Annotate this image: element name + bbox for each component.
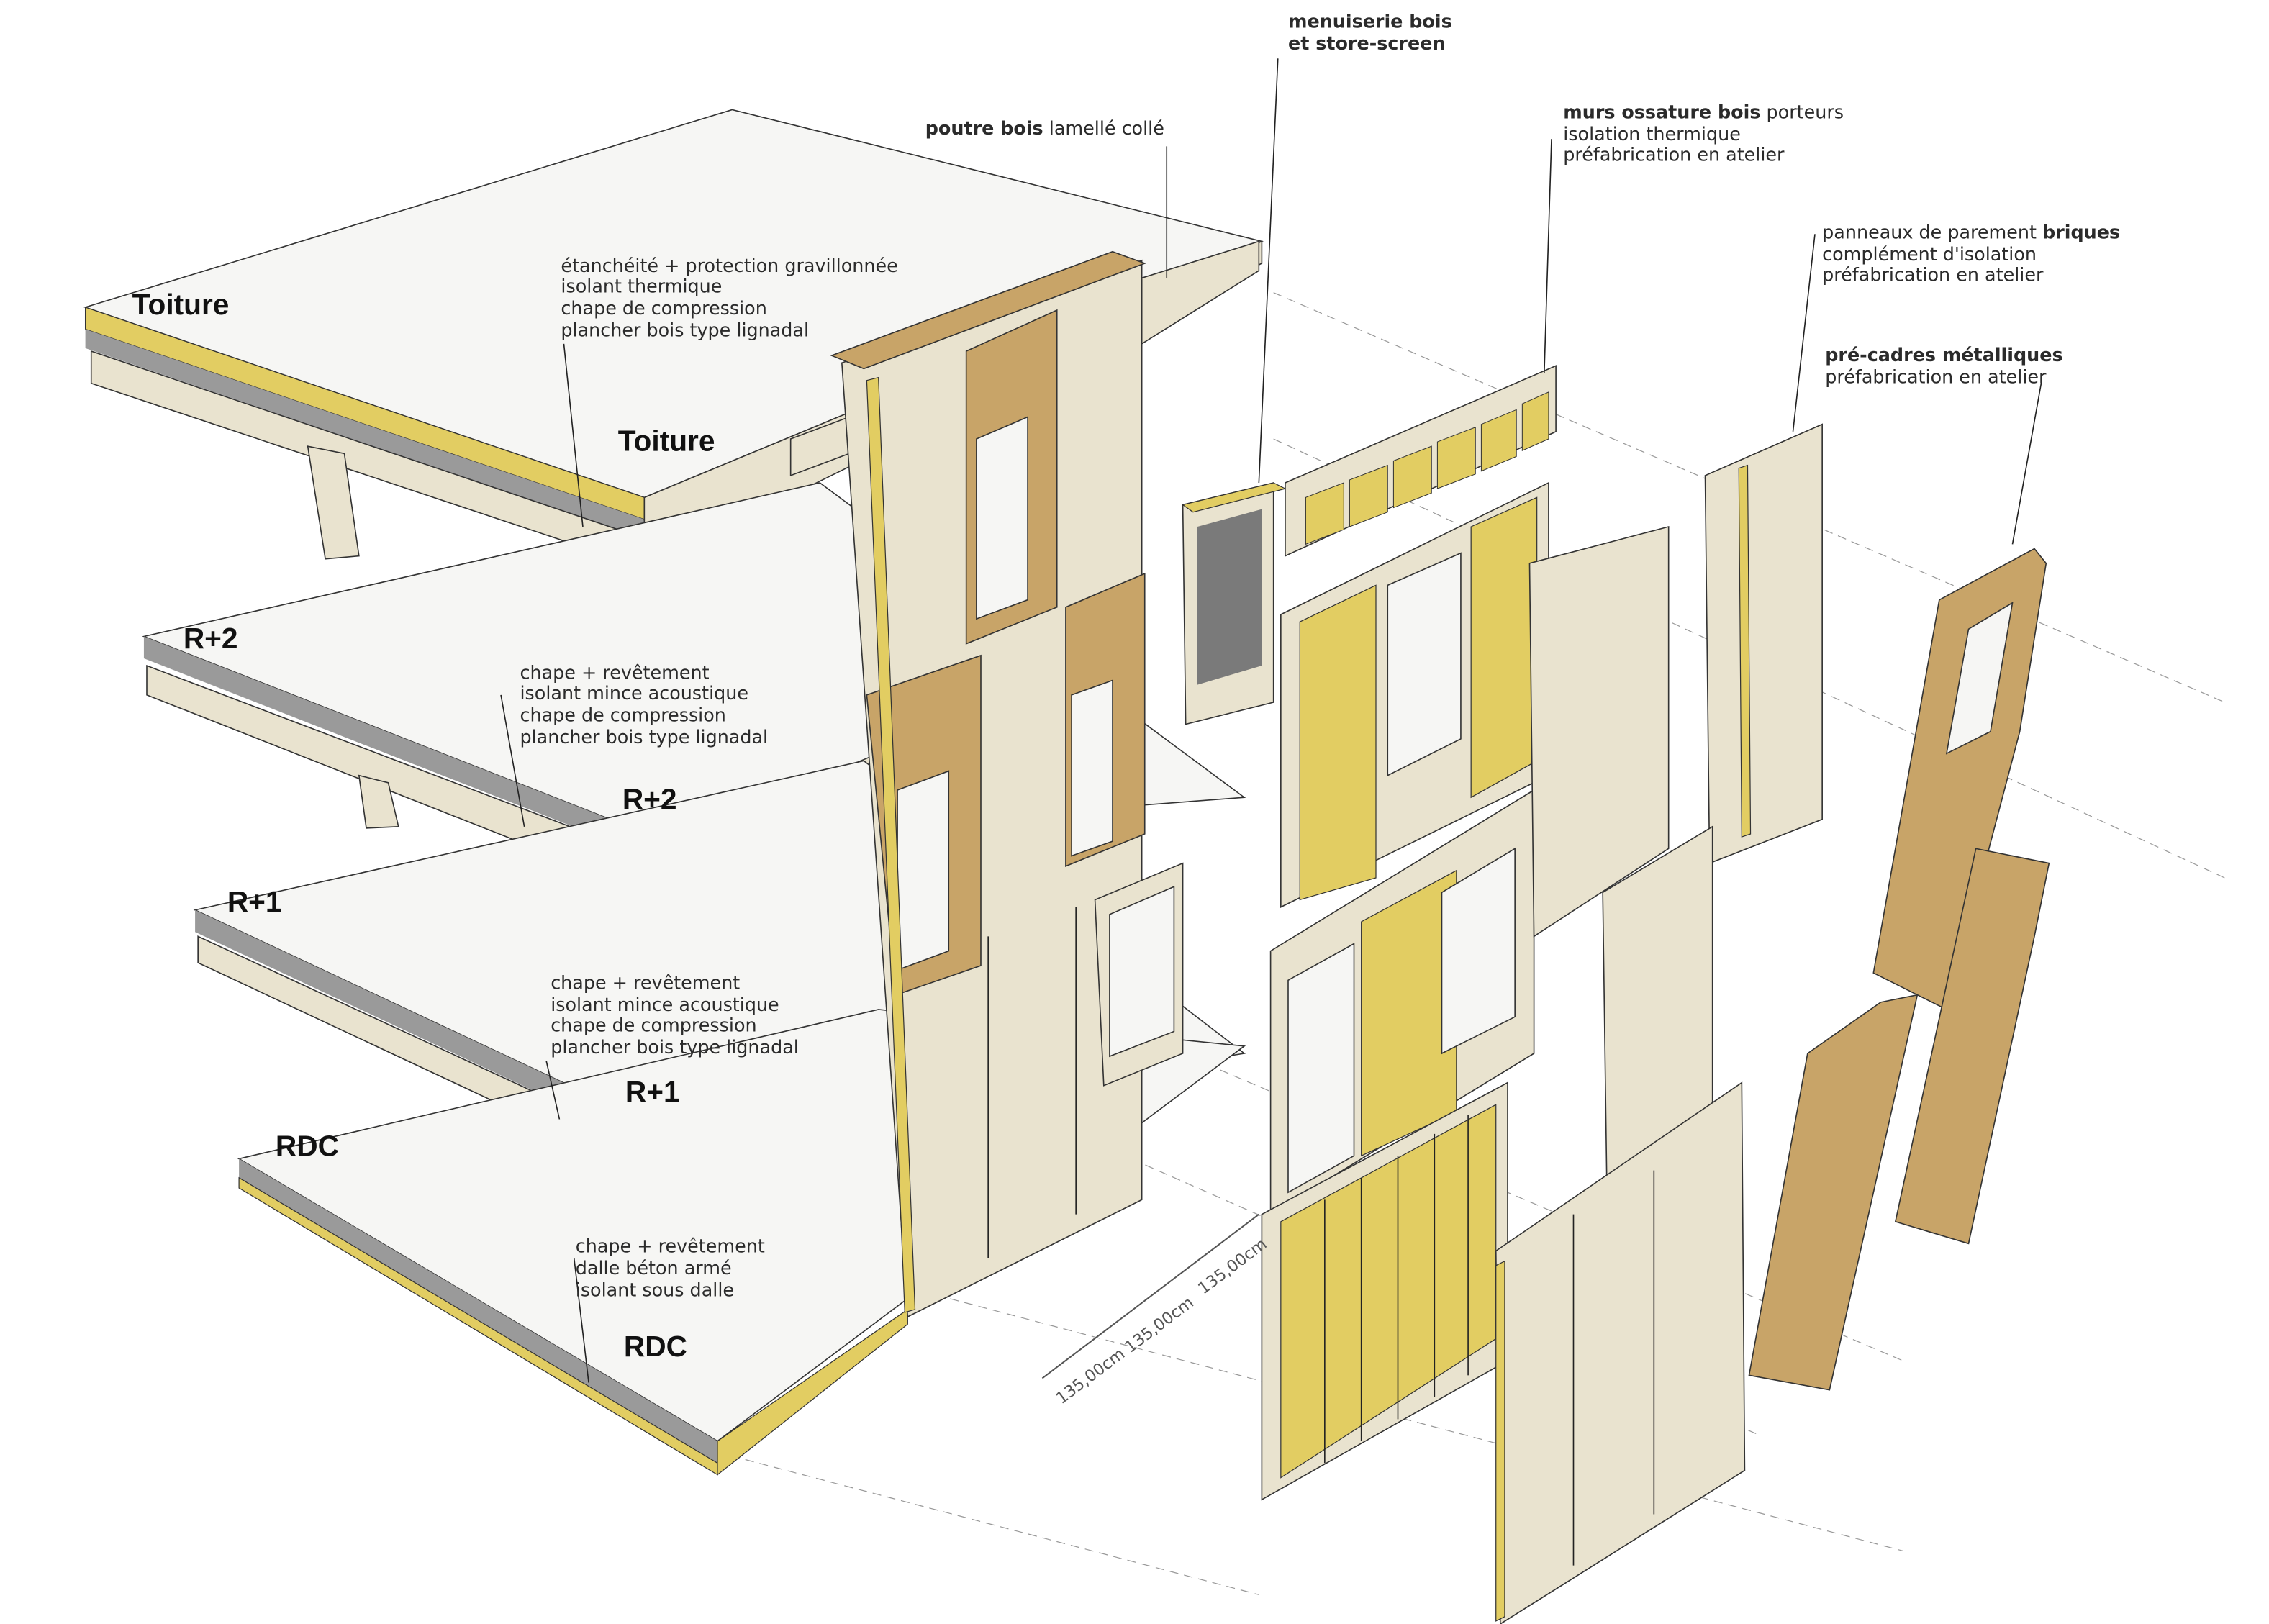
annotation-menuiserie: menuiserie bois et store-screen [1288,11,1459,55]
dimension-line: 135,00cm 135,00cm 135,00cm [1041,1213,1270,1408]
annotation-panneaux: panneaux de parement briques complément … [1822,221,2126,285]
timber-frame-walls [1261,365,1557,1501]
metal-pre-frames [1748,548,2050,1391]
level-label-toiture-right: Toiture [618,424,715,457]
level-label-r2-left: R+2 [184,622,238,655]
annotation-poutre: poutre bois lamellé collé [925,117,1164,139]
window-frame [1094,481,1287,1087]
annotation-precadres: pré-cadres métalliques préfabrication en… [1825,344,2068,387]
level-label-rdc-left: RDC [276,1129,339,1162]
dimension-3: 135,00cm [1195,1235,1270,1298]
level-label-rdc-right: RDC [624,1330,687,1363]
annotation-r2: chape + revêtement isolant mince acousti… [520,661,769,747]
annotation-r1: chape + revêtement isolant mince acousti… [551,972,799,1058]
leader-lines [500,58,2042,1383]
dimension-1: 135,00cm [1053,1344,1128,1407]
level-label-r1-right: R+1 [625,1075,680,1108]
annotation-murs: murs ossature bois porteurs isolation th… [1563,101,1849,165]
annotation-toiture: étanchéité + protection gravillonnée iso… [561,255,903,340]
brick-facing-panels [1495,423,1823,1624]
level-label-r1-left: R+1 [227,885,282,918]
dimension-2: 135,00cm [1121,1293,1197,1356]
level-label-toiture-left: Toiture [132,288,230,321]
facade-wall-assembled [830,250,1147,1318]
annotation-rdc: chape + revêtement dalle béton armé isol… [576,1235,771,1301]
level-label-r2-right: R+2 [622,782,677,815]
